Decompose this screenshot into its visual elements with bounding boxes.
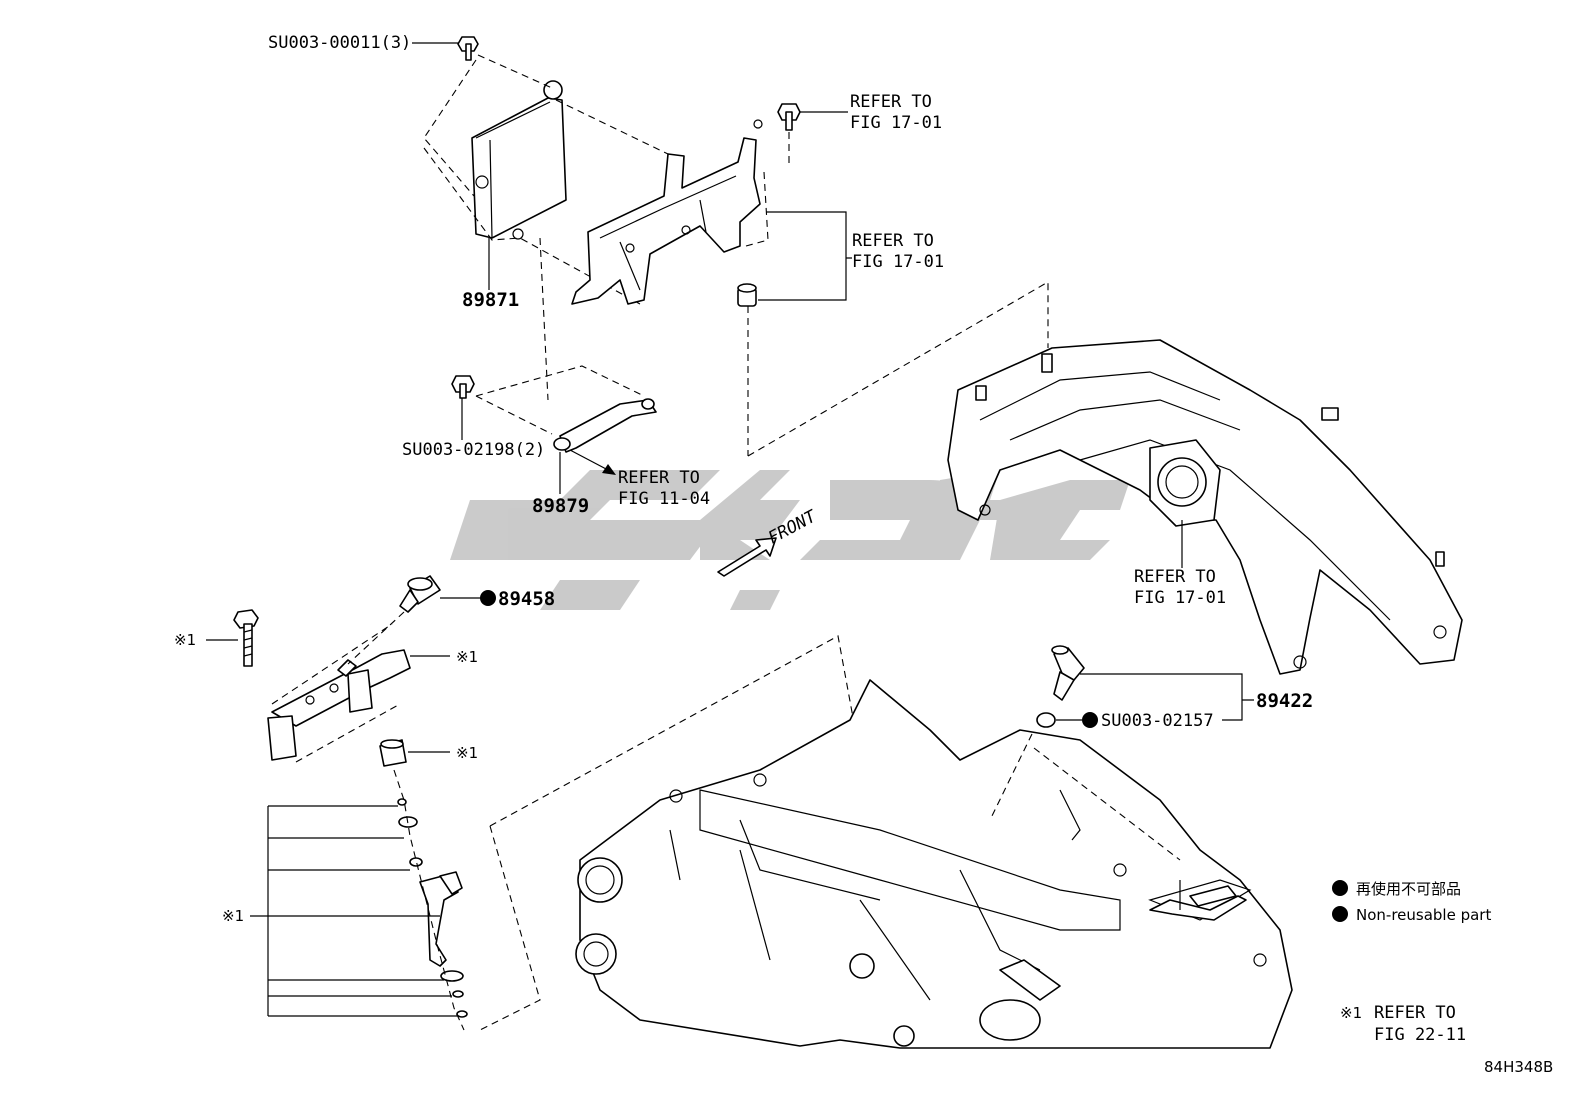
mounting-bracket (571, 119, 763, 305)
sensor-89422 (1051, 645, 1085, 701)
label-su003-02157: SU003-02157 (1101, 711, 1214, 731)
label-note-x1-bolt: ※1 (174, 631, 196, 649)
footnote-line2: FIG 22-11 (1374, 1025, 1466, 1045)
dash-engine-right (989, 733, 1181, 861)
dash-injector (393, 769, 465, 1031)
label-89422: 89422 (1256, 690, 1313, 712)
legend-marker-jp (1332, 880, 1348, 896)
label-refer-b-line1: REFER TO (852, 231, 934, 251)
label-su003-02198: SU003-02198(2) (402, 440, 545, 460)
bolt-su003-00011 (412, 36, 479, 61)
label-refer-b-line2: FIG 17-01 (852, 252, 944, 272)
label-89871: 89871 (462, 289, 519, 311)
washer-su003-02157 (1036, 712, 1056, 728)
legend: 再使用不可部品 Non-reusable part (1332, 880, 1491, 924)
ecu-module-89871 (471, 80, 567, 290)
non-reusable-marker-89458 (480, 590, 496, 606)
engine-block (575, 679, 1293, 1049)
injector-parts (397, 798, 468, 1018)
fuel-rail (267, 649, 450, 761)
leader-89422 (1056, 673, 1254, 721)
label-note-x1-rail: ※1 (456, 648, 478, 666)
label-refer-c-line2: FIG 11-04 (618, 489, 710, 509)
dash-bracket-4 (539, 237, 549, 401)
bolt-refer-a (777, 103, 848, 164)
footnote-line1: REFER TO (1374, 1003, 1456, 1023)
diagram-code: 84H348B (1484, 1058, 1553, 1076)
dash-stay-2 (475, 395, 553, 435)
dash-ecu-3 (555, 99, 669, 155)
dash-engine-left2 (479, 825, 541, 1031)
dash-sensor-rail (347, 611, 405, 665)
footnote-mark: ※1 (1340, 1004, 1362, 1022)
label-note-x1-connector: ※1 (456, 744, 478, 762)
label-89458: 89458 (498, 588, 555, 610)
stay-89879 (553, 398, 657, 494)
arrow-refer-c (569, 449, 616, 475)
grommet (737, 283, 757, 307)
label-refer-a-line2: FIG 17-01 (850, 113, 942, 133)
watermark-logo (450, 470, 1130, 610)
legend-text-jp: 再使用不可部品 (1356, 880, 1461, 898)
legend-text-en: Non-reusable part (1356, 906, 1491, 924)
sensor-89458 (399, 575, 482, 613)
dash-bracket-3 (747, 281, 1049, 457)
dash-rail (271, 623, 401, 763)
front-arrow-icon (717, 537, 777, 577)
injector-bracket (250, 805, 458, 1017)
dash-ecu-2 (477, 54, 553, 89)
label-note-x1-injector: ※1 (222, 907, 244, 925)
fuel-pipe-connector (379, 739, 450, 767)
label-su003-00011: SU003-00011(3) (268, 33, 411, 53)
label-refer-a-line1: REFER TO (850, 92, 932, 112)
bolt-fuel-rail (233, 609, 259, 667)
dash-engine-left (489, 635, 871, 827)
bolt-su003-02198 (451, 375, 475, 440)
dash-stay-1 (475, 365, 645, 397)
leader-refer-b (758, 211, 852, 301)
label-refer-d-line2: FIG 17-01 (1134, 588, 1226, 608)
intake-manifold (947, 339, 1463, 675)
dash-ecu-4 (423, 147, 641, 305)
non-reusable-marker-su003-02157 (1082, 712, 1098, 728)
label-refer-d-line1: REFER TO (1134, 567, 1216, 587)
label-89879: 89879 (532, 495, 589, 517)
dash-ecu-1 (423, 59, 477, 197)
legend-marker-en (1332, 906, 1348, 922)
label-refer-c-line1: REFER TO (618, 468, 700, 488)
